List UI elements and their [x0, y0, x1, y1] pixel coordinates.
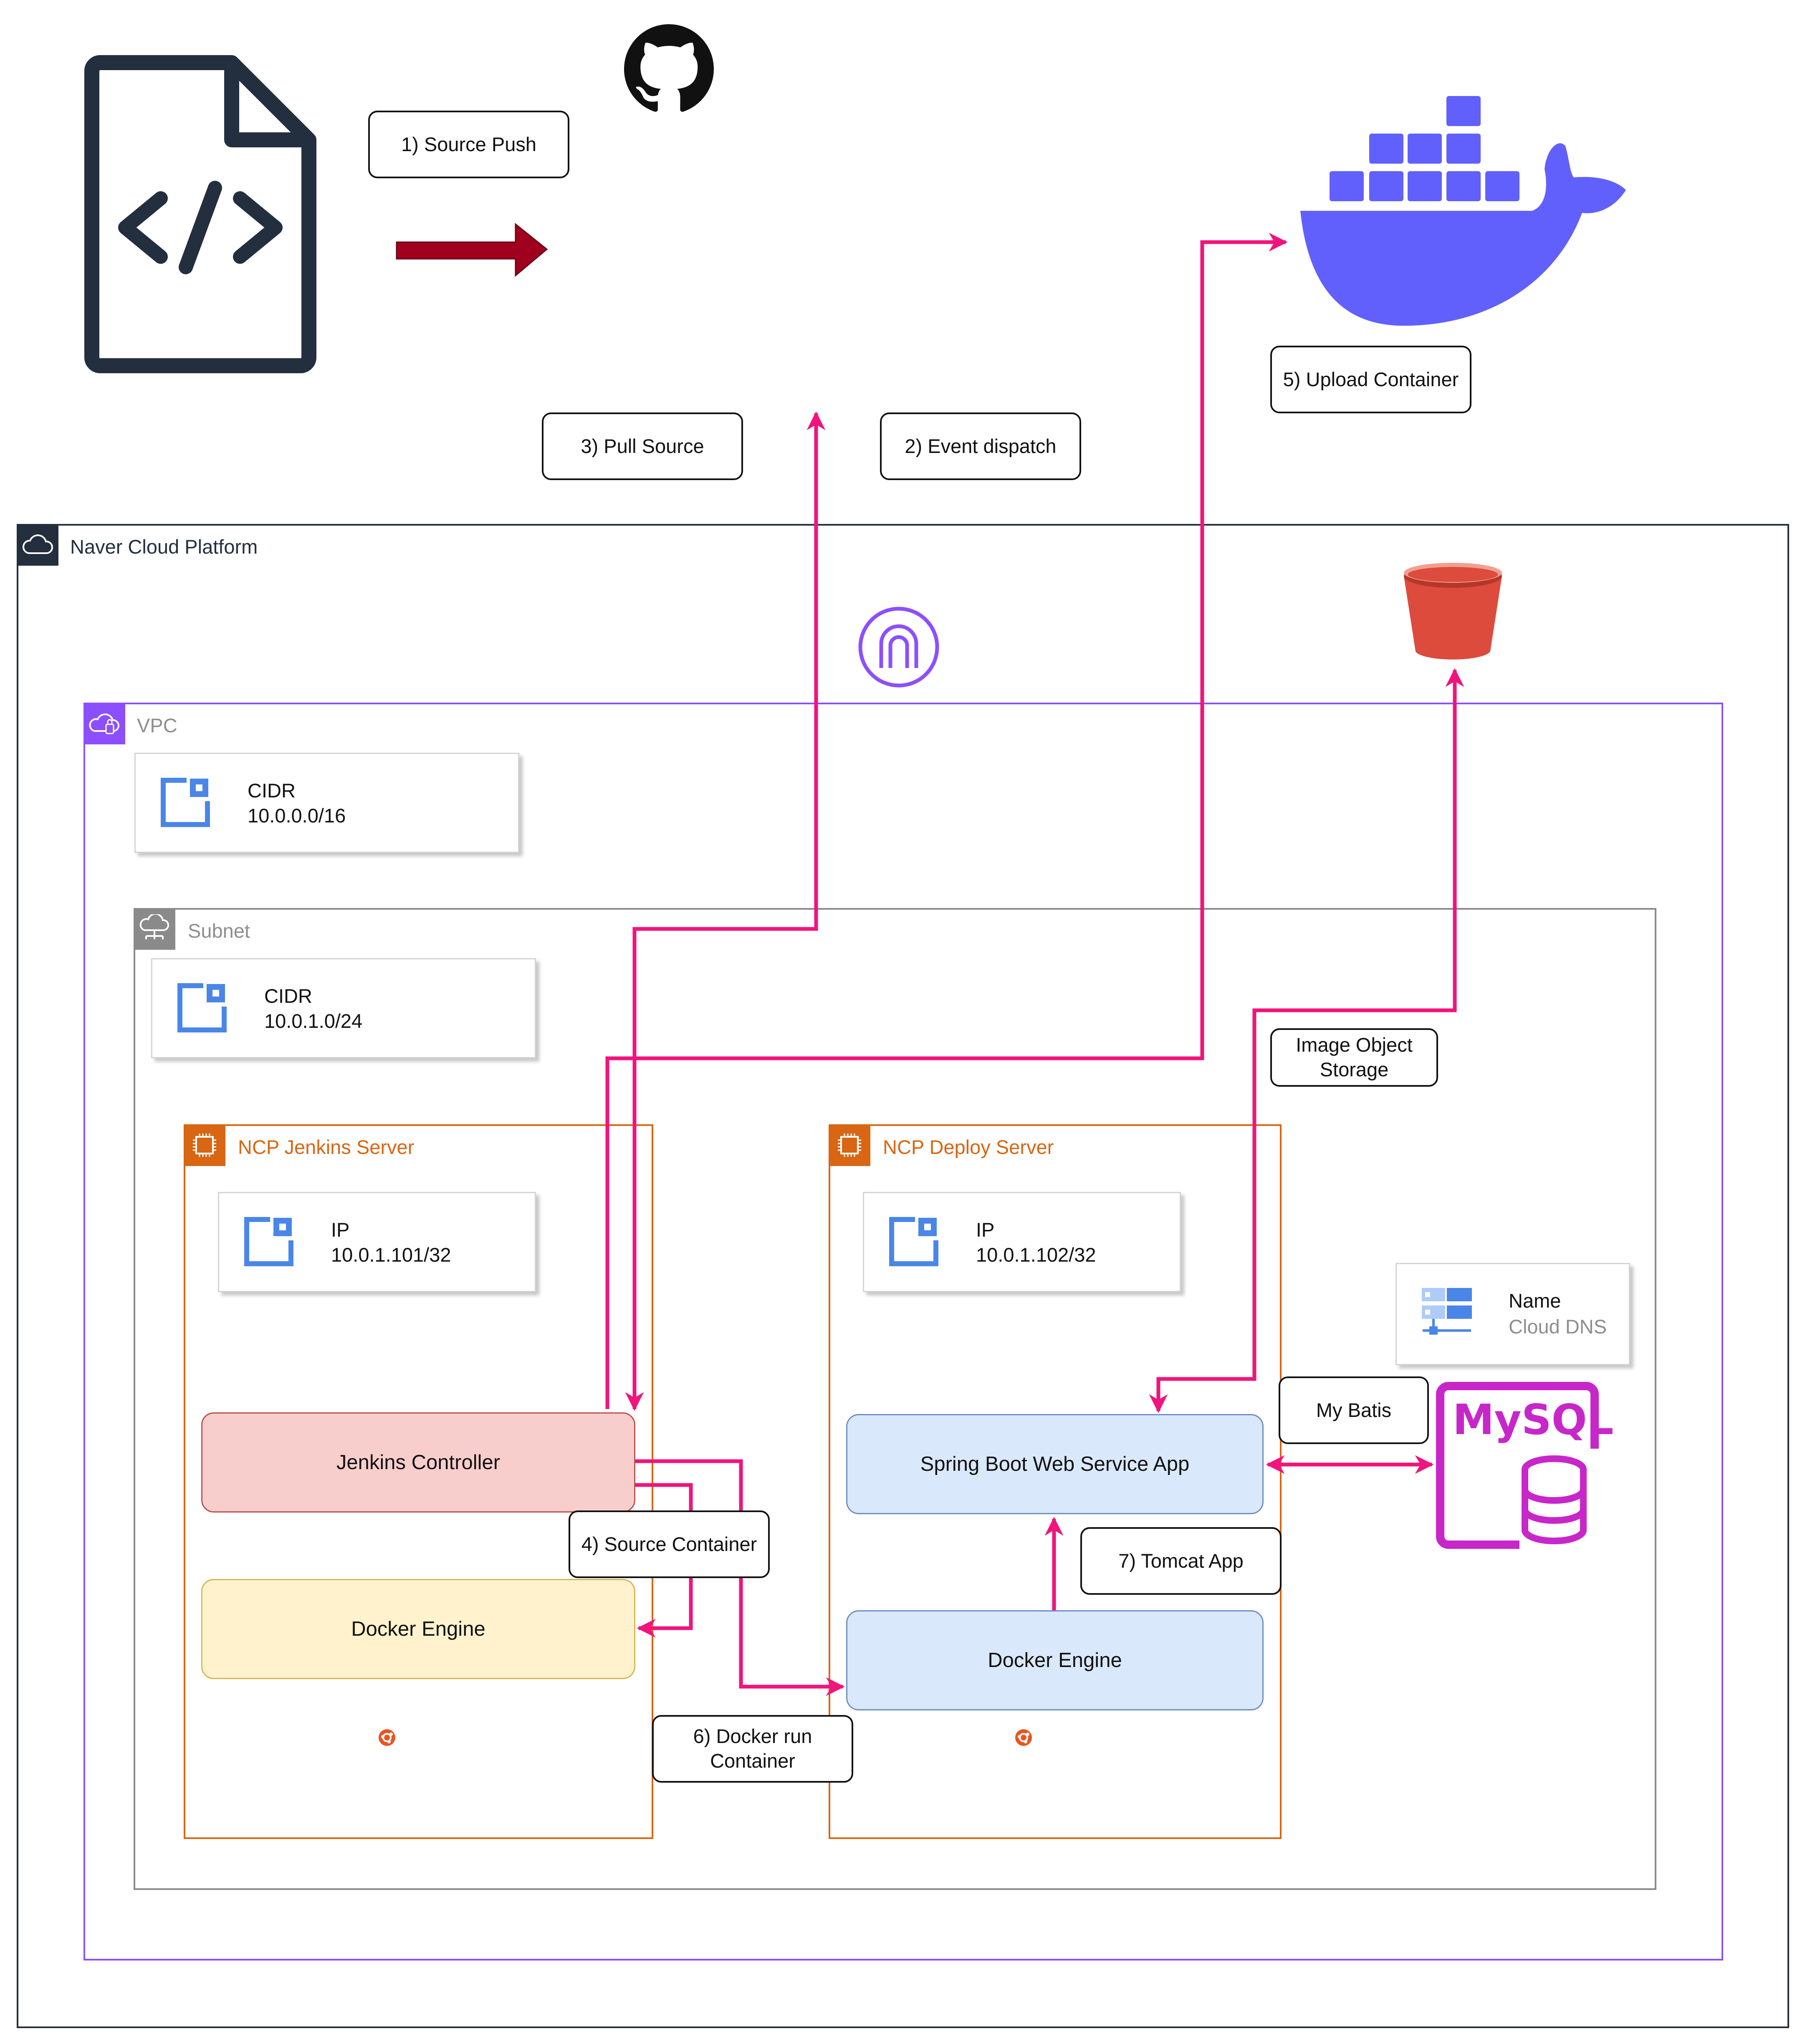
vpc-cidr-value: 10.0.0.0/16 — [248, 804, 346, 827]
pull-source-label: 3) Pull Source — [542, 412, 743, 480]
cidr-icon — [177, 983, 227, 1032]
deploy-docker-engine-box[interactable]: Docker Engine — [846, 1610, 1264, 1710]
dns-card: Name Cloud DNS — [1395, 1263, 1630, 1365]
ec2-instance-icon — [829, 1124, 870, 1166]
cidr-icon — [161, 778, 210, 827]
ubuntu-icon — [379, 1729, 395, 1746]
internet-gateway-icon — [858, 607, 939, 688]
jenkins-ip-card: IP 10.0.1.101/32 — [218, 1192, 536, 1292]
cloud-icon — [17, 524, 58, 566]
vpc-label: VPC — [137, 714, 177, 736]
jenkins-ip-label: IP — [331, 1219, 350, 1241]
upload-container-label: 5) Upload Container — [1270, 346, 1471, 413]
dns-value: Cloud DNS — [1509, 1315, 1607, 1338]
dns-label: Name — [1509, 1290, 1561, 1312]
docker-run-label: 6) Docker run Container — [652, 1715, 853, 1783]
deploy-server-label: NCP Deploy Server — [883, 1136, 1054, 1158]
source-push-label: 1) Source Push — [368, 111, 569, 178]
jenkins-docker-engine-box[interactable]: Docker Engine — [201, 1579, 635, 1679]
subnet-cidr-label: CIDR — [264, 985, 312, 1007]
subnet-label: Subnet — [188, 920, 250, 942]
deploy-ip-label: IP — [976, 1219, 995, 1241]
mysql-logo-text: MySQL — [1453, 1395, 1614, 1444]
cidr-icon — [244, 1217, 293, 1266]
source-container-label: 4) Source Container — [569, 1510, 770, 1578]
event-dispatch-label: 2) Event dispatch — [880, 412, 1081, 480]
cloud-dns-icon — [1422, 1288, 1472, 1335]
code-file-icon — [84, 55, 316, 373]
subnet-cidr-card: CIDR 10.0.1.0/24 — [151, 958, 536, 1058]
spring-boot-app-box[interactable]: Spring Boot Web Service App — [846, 1414, 1264, 1514]
jenkins-controller-box[interactable]: Jenkins Controller — [201, 1412, 635, 1513]
jenkins-ip-value: 10.0.1.101/32 — [331, 1244, 451, 1266]
subnet-icon — [134, 908, 175, 950]
vpc-icon — [83, 703, 125, 744]
github-icon — [624, 24, 714, 112]
tomcat-app-label: 7) Tomcat App — [1080, 1527, 1282, 1595]
vpc-cidr-card: CIDR 10.0.0.0/16 — [134, 753, 519, 853]
subnet-cidr-value: 10.0.1.0/24 — [264, 1010, 363, 1032]
ec2-instance-icon — [184, 1124, 225, 1166]
ubuntu-icon — [1015, 1729, 1032, 1746]
source-push-arrow — [396, 223, 548, 277]
my-batis-label: My Batis — [1279, 1376, 1429, 1444]
object-storage-bucket-icon — [1404, 563, 1502, 660]
mysql-icon: MySQL — [1436, 1382, 1613, 1549]
vpc-cidr-label: CIDR — [248, 779, 296, 802]
image-object-storage-label: Image Object Storage — [1270, 1028, 1438, 1087]
jenkins-server-label: NCP Jenkins Server — [238, 1136, 415, 1158]
docker-whale-icon — [1300, 96, 1626, 326]
deploy-ip-card: IP 10.0.1.102/32 — [863, 1192, 1181, 1292]
deploy-ip-value: 10.0.1.102/32 — [976, 1244, 1096, 1266]
ncp-label: Naver Cloud Platform — [70, 536, 258, 558]
cidr-icon — [889, 1217, 938, 1266]
